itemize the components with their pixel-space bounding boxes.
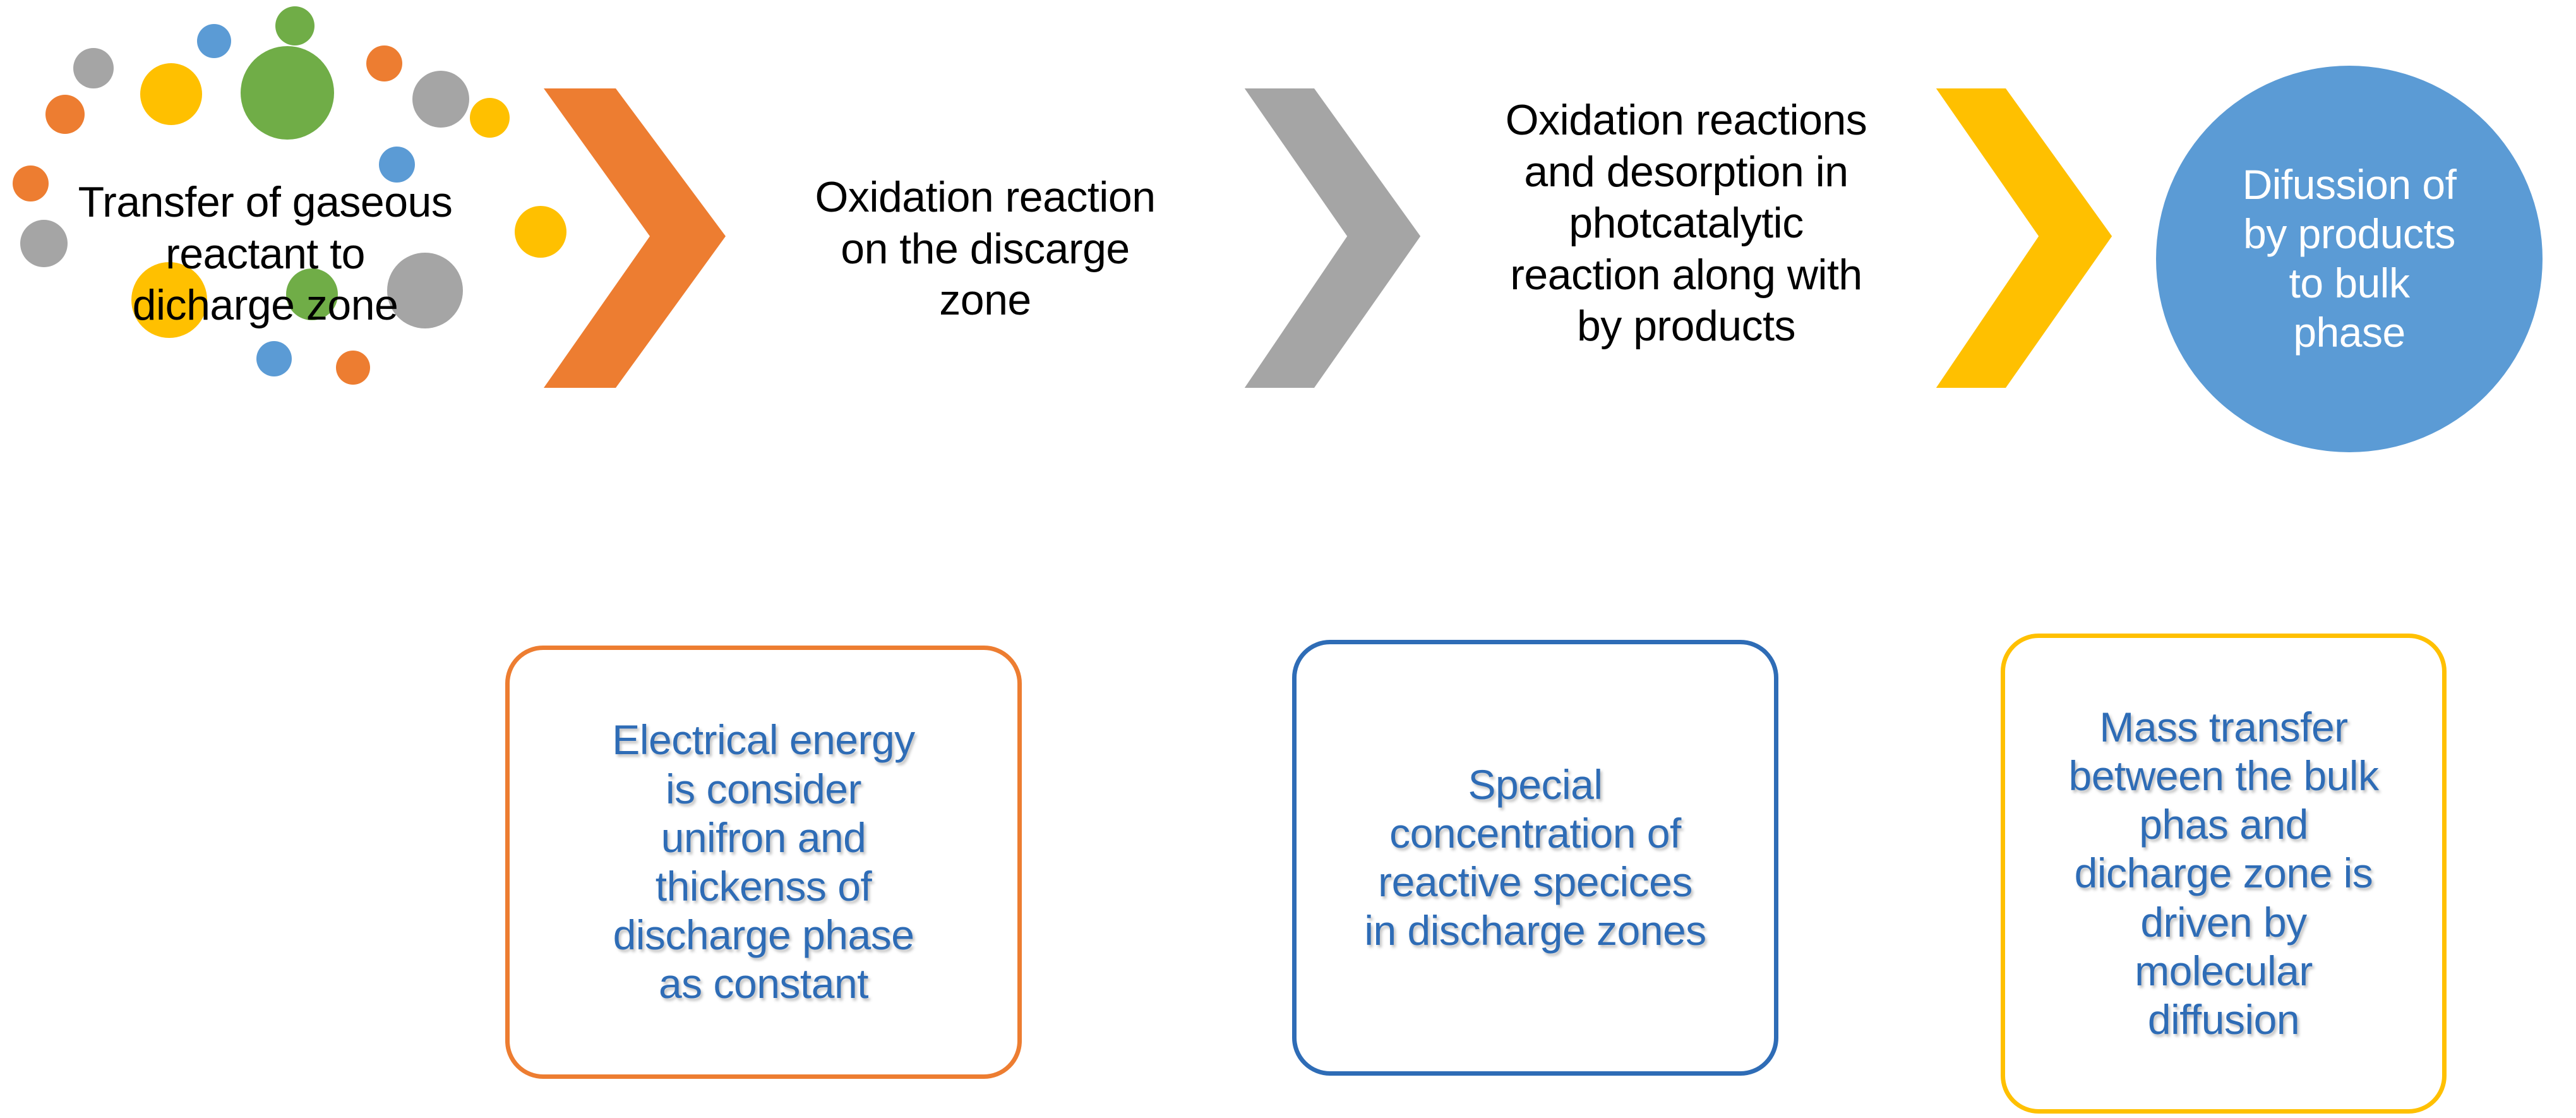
molecule-dot-cluster (0, 0, 568, 392)
molecule-dot (412, 71, 469, 128)
molecule-dot (470, 98, 510, 138)
molecule-dot (131, 262, 207, 338)
molecule-dot (13, 165, 49, 201)
arrow-2-chevron-right-icon (1241, 88, 1424, 392)
molecule-dot (286, 268, 338, 320)
molecule-dot (275, 6, 315, 45)
stage-4-label: Difussion of by products to bulk phase (2242, 161, 2457, 356)
molecule-dot (241, 46, 334, 140)
molecule-dot (73, 48, 114, 88)
molecule-dot (197, 24, 231, 58)
molecule-dot (387, 253, 463, 328)
note-box-1[interactable]: Electrical energy is consider unifron an… (505, 646, 1022, 1079)
molecule-dot (20, 220, 68, 267)
molecule-dot (336, 351, 370, 385)
stage-2-label: Oxidation reaction on the discarge zone (815, 173, 1156, 325)
molecule-dot (379, 147, 415, 183)
molecule-dot (45, 95, 85, 134)
molecule-dot (366, 45, 402, 81)
stage-4-circle: Difussion of by products to bulk phase (2156, 66, 2543, 452)
molecule-dot (515, 206, 566, 258)
note-box-2[interactable]: Special concentration of reactive specic… (1292, 640, 1778, 1076)
note-box-3[interactable]: Mass transfer between the bulk phas and … (2001, 634, 2447, 1114)
stage-3-label: Oxidation reactions and desorption in ph… (1505, 96, 1867, 351)
molecule-dot (256, 341, 292, 376)
note-box-1-text: Electrical energy is consider unifron an… (612, 716, 915, 1007)
note-box-3-text: Mass transfer between the bulk phas and … (2068, 703, 2379, 1043)
arrow-3-chevron-right-icon (1932, 88, 2116, 392)
note-box-2-text: Special concentration of reactive specic… (1364, 760, 1706, 954)
molecule-dot (140, 63, 202, 125)
arrow-1-chevron-right-icon (540, 88, 729, 392)
stage-1-label: Transfer of gaseous reactant to dicharge… (78, 178, 453, 330)
